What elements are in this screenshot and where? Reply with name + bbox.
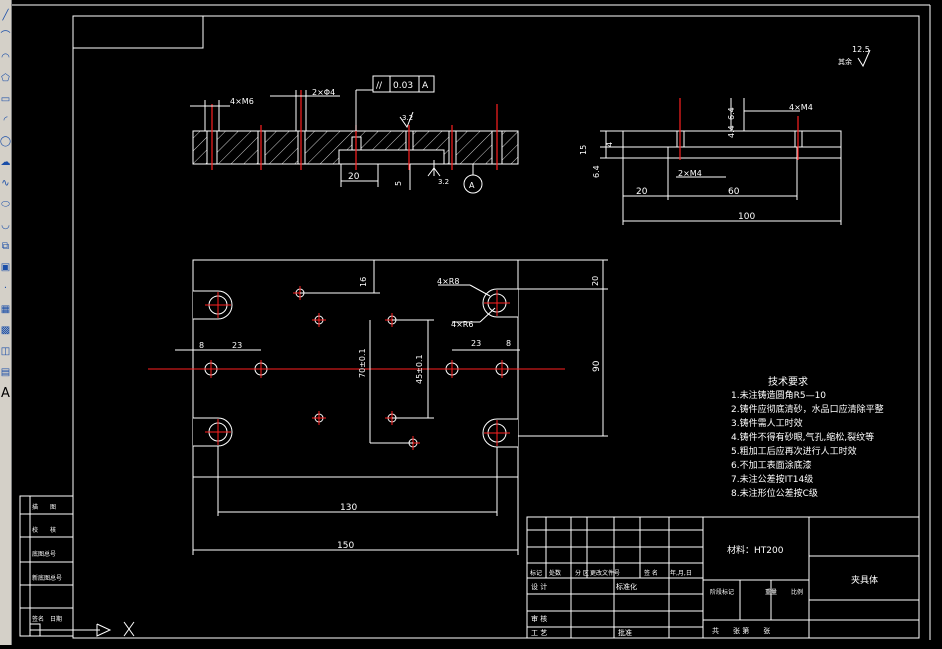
dim-15: 15 [579, 145, 588, 155]
process-label: 工 艺 [531, 629, 547, 637]
svg-text://: // [376, 81, 383, 91]
drawing-frame [12, 4, 931, 640]
dim-20-plan: 20 [591, 276, 600, 286]
title-block-header: 年,月,日 [670, 569, 692, 577]
dim-8-right: 8 [506, 339, 511, 348]
line-icon[interactable]: ╱ [2, 9, 9, 21]
title-block [526, 516, 920, 639]
roughness-symbol: 12.5 其余 [838, 45, 871, 68]
region-icon[interactable]: ◫ [0, 345, 11, 357]
tech-item: 7.未注公差按IT14级 [731, 473, 813, 485]
ucs-icon [29, 621, 135, 637]
callout-4xm4: 4×M4 [789, 103, 813, 112]
ellipse-icon[interactable]: ⬭ [1, 198, 10, 210]
section-view: 4×M6 2×Φ4 // 0.03 A 3.2 3.2 20 5 A [190, 75, 519, 194]
standard-label: 标准化 [616, 582, 637, 591]
dim-20-side: 20 [636, 187, 648, 197]
title-block-header: 处数 [549, 569, 561, 577]
callout-2xphi4: 2×Φ4 [312, 88, 335, 97]
roughness-bottom: 3.2 [438, 178, 449, 186]
drawing-canvas[interactable]: 12.5 其余 [12, 0, 942, 645]
roughness-prefix: 其余 [838, 57, 852, 66]
title-block-header: 分 区 [575, 569, 589, 577]
stage-mark-label: 阶段标记 [710, 588, 734, 596]
plan-view: 4×R8 4×R6 16 20 8 23 70±0.1 45±0.1 23 8 … [148, 259, 608, 555]
left-table-row-label: 底图总号 [32, 550, 56, 558]
left-table-row-label: 描 图 [32, 503, 56, 511]
title-block-header: 更改文件号 [590, 569, 620, 577]
draw-toolbar: ╱ ⌒ ◠ ⬠ ▭ ◜ ◯ ☁ ∿ ⬭ ◡ ⧉ ▣ · ▦ ▩ ◫ ▤ A [0, 0, 12, 645]
make-block-icon[interactable]: ▣ [0, 261, 11, 273]
dim-6-4-bottom: 6.4 [592, 165, 601, 178]
title-block-header: 签 名 [644, 569, 658, 577]
datum-a: A [469, 181, 475, 190]
tolerance-datum: A [422, 81, 429, 91]
callout-4xr6: 4×R6 [451, 320, 473, 329]
tech-item: 4.铸件不得有砂眼,气孔,缩松,裂纹等 [731, 431, 874, 443]
gradient-icon[interactable]: ▩ [0, 324, 11, 336]
insert-block-icon[interactable]: ⧉ [1, 240, 10, 252]
circle-icon[interactable]: ◯ [0, 135, 12, 147]
left-table-row-label: 新底图总号 [32, 574, 62, 582]
left-table-row-label: 校 核 [32, 526, 56, 534]
text-icon[interactable]: A [1, 386, 10, 401]
material-label: 材料：HT200 [727, 544, 784, 556]
tech-item: 2.铸件应彻底清砂，水品口应清除平整 [731, 403, 884, 415]
tech-requirements: 技术要求 1.未注铸造圆角R5—10 2.铸件应彻底清砂，水品口应清除平整 3.铸件… [731, 375, 884, 499]
polyline-icon[interactable]: ⌒ [0, 30, 11, 42]
left-table-row-label: 签名 日期 [32, 615, 62, 623]
dim-16: 16 [359, 277, 368, 287]
dim-90: 90 [592, 360, 602, 372]
dim-4-4: 4.4 [727, 125, 736, 138]
sheets-label: 共 张 第 张 [712, 626, 770, 635]
roughness-value: 12.5 [852, 45, 870, 54]
callout-4xr8: 4×R8 [437, 277, 459, 286]
polygon-icon[interactable]: ⬠ [1, 72, 10, 84]
roughness-top: 3.2 [402, 114, 413, 122]
dim-150: 150 [337, 541, 354, 551]
tech-title: 技术要求 [768, 375, 808, 388]
dim-8-left: 8 [199, 341, 204, 350]
geometric-tolerance-frame: // 0.03 A [372, 75, 435, 93]
rectangle-icon[interactable]: ▭ [0, 93, 11, 105]
design-label: 设 计 [531, 582, 547, 591]
dim-70: 70±0.1 [358, 348, 367, 378]
dim-4: 4 [605, 142, 614, 147]
tech-item: 8.未注形位公差按C级 [731, 487, 818, 499]
dim-6-4-top: 6.4 [727, 107, 736, 120]
tech-item: 5.粗加工后应再次进行人工时效 [731, 445, 857, 457]
dim-130: 130 [340, 503, 357, 513]
arc-icon[interactable]: ◠ [1, 51, 10, 63]
dim-20: 20 [348, 172, 360, 182]
dim-45: 45±0.1 [415, 354, 424, 384]
dim-60: 60 [728, 187, 740, 197]
hatch-icon[interactable]: ▦ [0, 303, 11, 315]
check-label: 审 核 [531, 614, 547, 623]
ellipse-arc-icon[interactable]: ◡ [1, 219, 10, 231]
tech-item: 6.不加工表面涂底漆 [731, 459, 812, 471]
tolerance-value: 0.03 [393, 81, 413, 91]
dim-23-left: 23 [232, 341, 242, 350]
part-name: 夹具体 [851, 574, 878, 586]
cloud-icon[interactable]: ☁ [0, 156, 11, 168]
approve-label: 批准 [618, 628, 632, 637]
scale-label: 比例 [791, 588, 803, 596]
title-block-text: 材料：HT200 夹具体 标记处数 分 区更改文件号 签 名 年,月,日 设 计 标准… [530, 544, 878, 637]
callout-4xm6: 4×M6 [230, 97, 254, 106]
callout-2xm4: 2×M4 [678, 169, 702, 178]
spline-icon[interactable]: ∿ [1, 177, 10, 189]
dim-5: 5 [394, 181, 403, 186]
dim-23-right: 23 [471, 339, 481, 348]
title-block-header: 标记 [530, 569, 542, 577]
weight-label: 重量 [765, 588, 777, 596]
side-view: 6.4 4×M4 4.4 15 4 6.4 2×M4 20 60 100 [579, 98, 842, 225]
left-side-table [19, 495, 74, 637]
dim-100: 100 [738, 212, 755, 222]
tech-item: 1.未注铸造圆角R5—10 [731, 389, 826, 401]
arc2-icon[interactable]: ◜ [3, 114, 8, 126]
tech-item: 3.铸件需人工时效 [731, 417, 803, 429]
point-icon[interactable]: · [3, 282, 8, 294]
table-icon[interactable]: ▤ [0, 366, 11, 378]
